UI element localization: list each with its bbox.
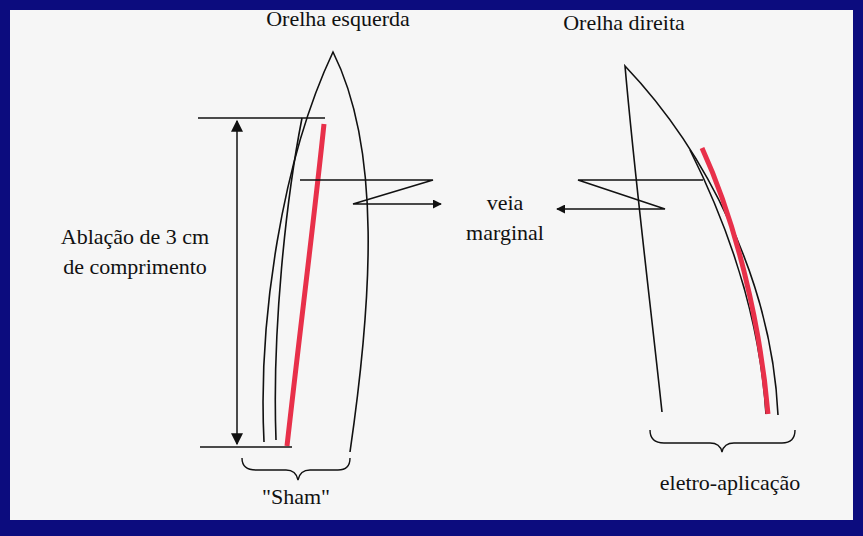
electro-line [702, 148, 768, 414]
right-ear [625, 66, 778, 415]
left-ear [263, 52, 368, 452]
group-label: eletro-aplicação [612, 468, 848, 498]
ear-title: Orelha direita [538, 8, 710, 38]
dimension-label: Ablação de 3 cm de comprimento [50, 222, 220, 282]
background [10, 10, 853, 520]
vein-label: veia marginal [455, 188, 555, 248]
ablation-line [287, 124, 324, 446]
ear-title: Orelha esquerda [238, 4, 438, 34]
group-label: "Sham" [236, 482, 356, 512]
dimension [198, 118, 325, 447]
